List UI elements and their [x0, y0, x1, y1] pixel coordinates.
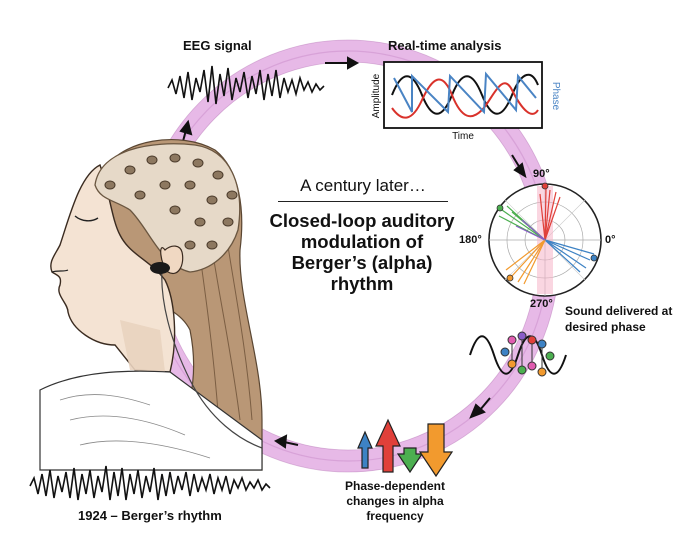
sound-delivered-label: Sound delivered at desired phase	[565, 304, 673, 334]
analysis-xlabel: Time	[452, 131, 474, 142]
eeg-cap	[94, 143, 241, 273]
polar-rays-purple	[515, 219, 546, 241]
analysis-black-sine	[391, 73, 539, 115]
century-later-label: A century later…	[300, 176, 426, 195]
eyelid	[74, 215, 99, 222]
eeg-signal-waveform	[167, 65, 325, 105]
arrow-blue-up	[357, 430, 373, 469]
polar-label-270: 270°	[530, 298, 553, 310]
eeg-signal-label: EEG signal	[183, 38, 252, 53]
neck-shading	[120, 320, 165, 372]
analysis-ylabel-left: Amplitude	[371, 73, 382, 118]
sound-delivery-wave	[469, 331, 567, 377]
mouth	[51, 269, 69, 273]
polar-label-90: 90°	[533, 168, 550, 180]
polar-label-180: 180°	[459, 234, 482, 246]
loop-direction-arrows	[179, 56, 527, 449]
shirt	[39, 370, 263, 471]
berger-rhythm-waveform	[29, 465, 271, 501]
century-divider	[278, 201, 448, 202]
phase-dependent-label: Phase-dependent changes in alpha frequen…	[344, 479, 446, 523]
analysis-ylabel-right: Phase	[550, 82, 561, 111]
eeg-electrodes	[104, 153, 238, 250]
polar-rim-markers	[496, 182, 598, 282]
analysis-blue-phase	[393, 71, 537, 115]
polar-rays-red	[539, 187, 561, 241]
polar-label-0: 0°	[605, 234, 616, 246]
analysis-plot: Amplitude Phase Time	[371, 61, 561, 142]
arrow-red-up	[375, 418, 401, 473]
berger-1924-label: 1924 – Berger’s rhythm	[78, 508, 222, 523]
realtime-analysis-label: Real-time analysis	[388, 38, 502, 53]
earphone-cable	[161, 267, 263, 449]
frequency-change-arrows	[357, 418, 454, 478]
analysis-red-sine	[391, 78, 539, 119]
polar-rays-orange	[505, 239, 546, 285]
person-illustration	[39, 139, 263, 471]
shirt-lines	[59, 394, 211, 459]
main-title: Closed-loop auditory modulation of Berge…	[269, 210, 455, 294]
face	[50, 164, 176, 373]
arrow-orange-down	[418, 423, 454, 478]
polar-rays-blue	[544, 239, 595, 273]
polar-plot	[488, 182, 602, 297]
earphone	[150, 262, 170, 274]
